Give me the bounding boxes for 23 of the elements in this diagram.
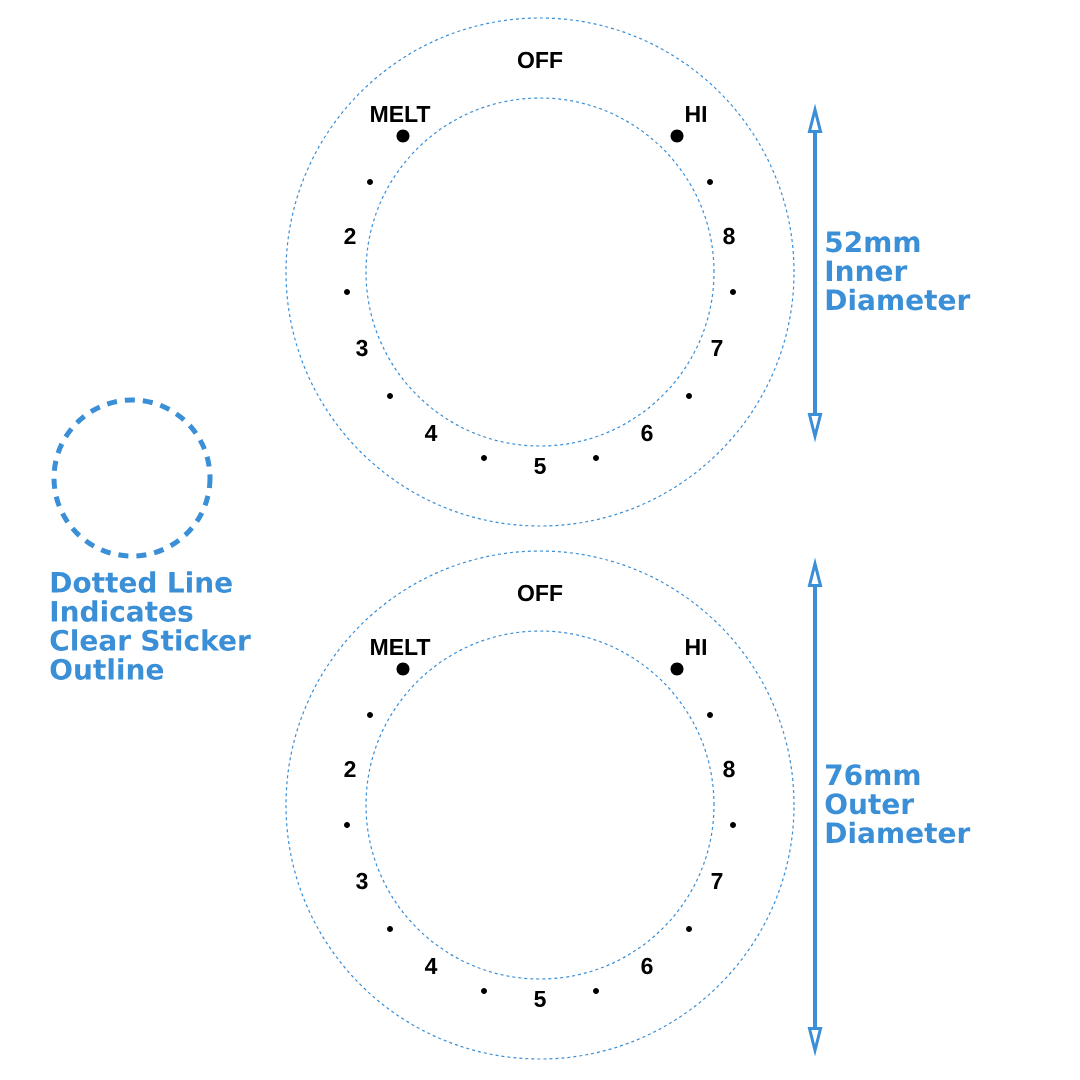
- dial-number: 5: [534, 991, 546, 1008]
- dial-number: 2: [344, 761, 356, 778]
- dial-number: 8: [723, 760, 735, 778]
- dial-number: 4: [424, 958, 438, 974]
- dial-number: 3: [356, 872, 368, 890]
- dial-number: 5: [534, 458, 546, 475]
- dial-label: MELT: [371, 639, 431, 655]
- dial-number: 3: [356, 339, 368, 357]
- dial-number: 2: [344, 228, 356, 245]
- dial-label: HI: [686, 639, 706, 655]
- dial-label: OFF: [517, 51, 563, 69]
- dial-number: 6: [641, 957, 653, 975]
- dimension-label: 76mm Outer Diameter: [825, 764, 971, 844]
- dial-label: MELT: [371, 106, 431, 122]
- dial-number: 6: [641, 424, 653, 442]
- dial-number: 7: [711, 873, 723, 889]
- dial-label: OFF: [517, 584, 563, 602]
- dial-number: 7: [711, 340, 723, 356]
- dimension-label: 52mm Inner Diameter: [826, 231, 971, 311]
- dial-number: 4: [424, 425, 438, 441]
- dial-number: 8: [723, 227, 735, 245]
- legend-text: Dotted Line Indicates Clear Sticker Outline: [50, 571, 251, 680]
- dial-label: HI: [686, 106, 706, 122]
